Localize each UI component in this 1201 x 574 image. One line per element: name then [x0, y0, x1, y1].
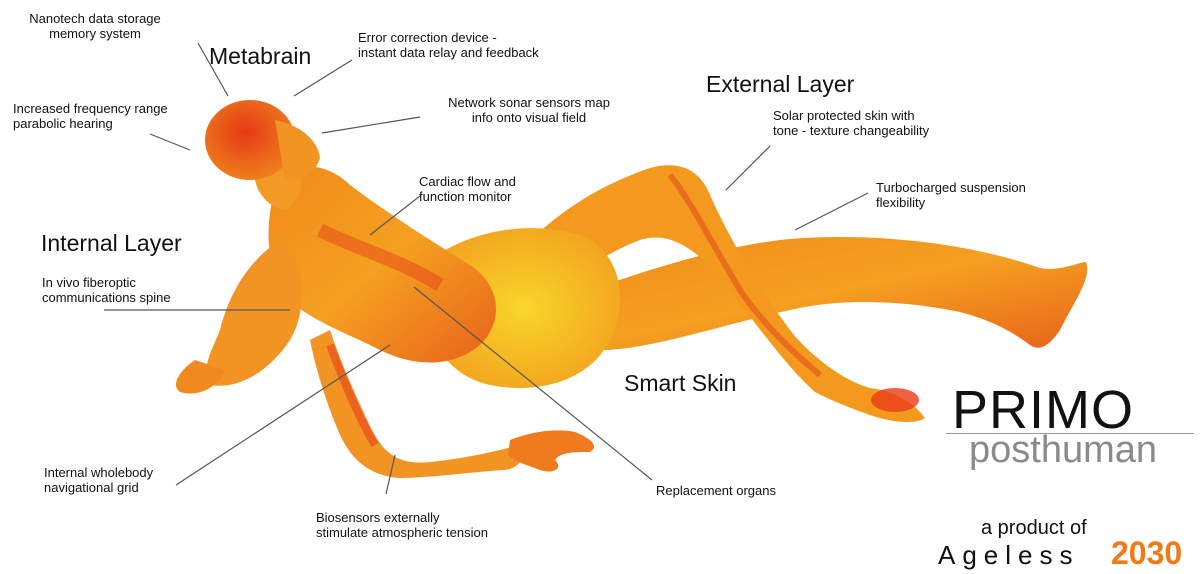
callout-nanotech: Nanotech data storage memory system — [20, 11, 170, 41]
brand-posthuman: posthuman — [969, 430, 1157, 470]
callout-replacement: Replacement organs — [656, 483, 776, 498]
callout-error-correction: Error correction device - instant data r… — [358, 30, 539, 60]
leader-suspension — [795, 193, 868, 230]
heading-external-layer: External Layer — [706, 71, 854, 97]
front-hand — [508, 430, 594, 471]
foot-hot — [871, 388, 919, 412]
brand-product-of: a product of — [981, 517, 1087, 539]
brand-year: 2030 — [1111, 536, 1182, 570]
brand-ageless: Ageless — [938, 541, 1080, 569]
callout-cardiac: Cardiac flow and function monitor — [419, 174, 516, 204]
leader-frequency — [150, 134, 190, 150]
heading-internal-layer: Internal Layer — [41, 230, 182, 256]
callout-sonar: Network sonar sensors map info onto visu… — [424, 95, 634, 125]
heading-smart-skin: Smart Skin — [624, 370, 736, 396]
back-arm — [206, 240, 302, 386]
callout-fiberoptic: In vivo fiberoptic communications spine — [42, 275, 171, 305]
callout-suspension: Turbocharged suspension flexibility — [876, 180, 1026, 210]
heading-metabrain: Metabrain — [209, 43, 311, 69]
callout-frequency: Increased frequency range parabolic hear… — [13, 101, 168, 131]
back-leg — [560, 237, 1087, 350]
callout-biosensors: Biosensors externally stimulate atmosphe… — [316, 510, 488, 540]
callout-solar: Solar protected skin with tone - texture… — [773, 108, 929, 138]
leader-sonar — [322, 117, 420, 133]
leader-solar — [726, 146, 770, 190]
callout-wholebody: Internal wholebody navigational grid — [44, 465, 153, 495]
